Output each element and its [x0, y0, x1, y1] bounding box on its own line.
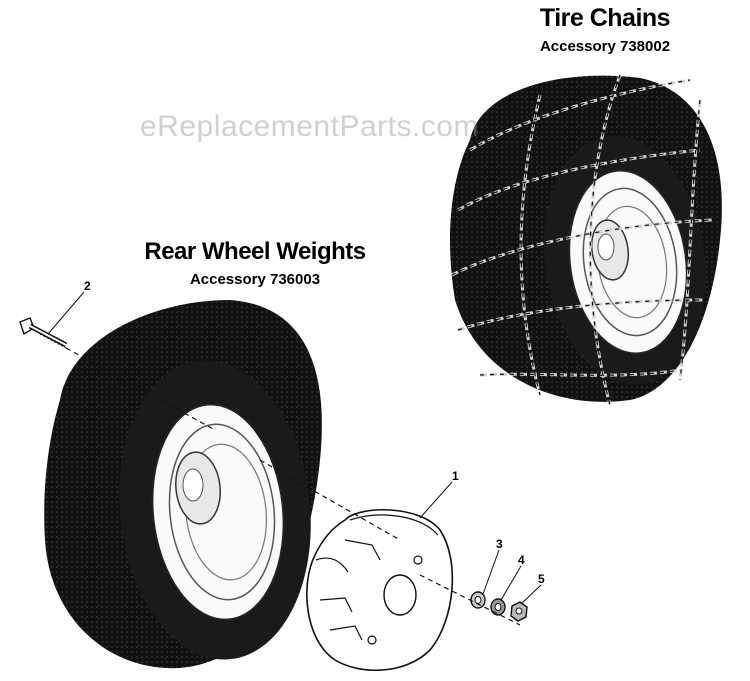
callout-2: 2 — [84, 279, 91, 293]
washer-part-3 — [470, 591, 486, 609]
wheel-weight-body — [306, 508, 454, 672]
chained-tire — [450, 74, 722, 406]
tire-chains-accessory: Accessory 738002 — [539, 38, 671, 55]
bolt-part-2 — [19, 317, 68, 349]
callout-4: 4 — [518, 553, 525, 567]
callout-3: 3 — [496, 537, 503, 551]
wheel-weight-part-1 — [306, 508, 454, 672]
rear-wheel — [44, 300, 322, 669]
lock-washer-part-4 — [490, 598, 506, 616]
wheel-weight-center-hole — [383, 574, 417, 616]
rear-wheel-weights-accessory: Accessory 736003 — [189, 271, 321, 288]
assembly-centerline — [65, 347, 521, 626]
callout-5: 5 — [538, 572, 545, 586]
watermark: eReplacementParts.com — [140, 110, 479, 143]
callout-1: 1 — [452, 469, 459, 483]
rear-wheel-weights-title: Rear Wheel Weights — [144, 238, 366, 265]
nut-part-5 — [510, 601, 528, 622]
callout-leaders — [47, 291, 542, 605]
tire-chains-title: Tire Chains — [539, 4, 671, 32]
